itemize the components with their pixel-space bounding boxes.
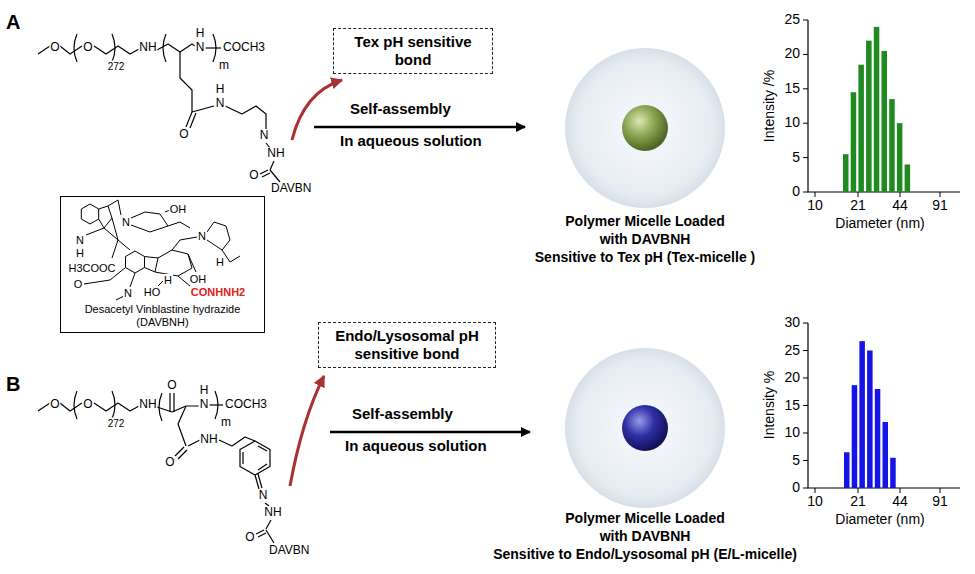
- micelle-caption: with DAVBNH: [600, 529, 691, 544]
- atom-label: OH: [169, 203, 188, 215]
- axis-label: 91: [932, 494, 948, 509]
- micelle-caption: Sensitive to Endo/Lysosomal pH (E/L-mice…: [493, 547, 797, 562]
- atom-label: O: [49, 398, 60, 411]
- axis-label: 44: [892, 494, 908, 509]
- axis-label: 10: [784, 115, 800, 130]
- atom-label: O: [166, 379, 177, 392]
- arrow-label: In aqueous solution: [345, 438, 487, 455]
- axis-label: 21: [850, 494, 866, 509]
- panel-letter: A: [6, 11, 20, 33]
- atom-label: DAVBN: [268, 544, 310, 557]
- micelle-caption: Sensitive to Tex pH (Tex-micelle ): [535, 250, 755, 265]
- box-text: Desacetyl Vinblastine hydrazide (DAVBNH): [65, 303, 260, 328]
- axis-label: Diameter (nm): [835, 512, 924, 527]
- axis-label: 25: [784, 343, 800, 358]
- axis-label: Intensity %: [762, 371, 777, 439]
- assembly-arrow: [314, 126, 525, 129]
- atom-label: H3COOC: [67, 262, 116, 274]
- micelle-core: [622, 105, 668, 151]
- atom-label: N: [199, 398, 210, 411]
- polymer-b-bonds: [38, 391, 274, 543]
- atom-label: OH: [189, 273, 208, 285]
- axis-label: 15: [784, 398, 800, 413]
- axis-label: 10: [807, 198, 823, 213]
- atom-label: O: [244, 531, 255, 544]
- atom-label: COCH3: [222, 41, 266, 54]
- atom-label: O: [82, 41, 93, 54]
- axis-label: 10: [784, 425, 800, 440]
- arrow-label: Self-assembly: [352, 406, 453, 423]
- atom-label: N: [123, 287, 133, 299]
- atom-label: NH: [138, 398, 157, 411]
- atom-label: H: [195, 27, 206, 40]
- micelle-halo: [565, 48, 725, 208]
- axis-label: 0: [792, 184, 800, 199]
- atom-label: H: [163, 274, 173, 286]
- atom-label: O: [164, 456, 175, 469]
- atom-label: N: [259, 129, 270, 142]
- red-pointer-arrow: [292, 80, 342, 140]
- red-pointer-arrow: [290, 376, 324, 486]
- atom-label: O: [49, 41, 60, 54]
- dashed-callout-box: Endo/Lysosomal pH sensitive bond: [318, 322, 496, 368]
- axis-label: 15: [784, 81, 800, 96]
- arrow-label: Self-assembly: [350, 101, 451, 118]
- atom-label: DAVBN: [270, 182, 312, 195]
- axis-label: 30: [784, 315, 800, 330]
- micelle-halo: [565, 348, 725, 508]
- axis-label: 5: [792, 453, 800, 468]
- atom-label: 272: [107, 61, 126, 72]
- assembly-arrow: [330, 431, 530, 434]
- histogram-b: [803, 323, 960, 493]
- atom-label: m: [218, 59, 230, 72]
- atom-label: HO: [143, 286, 162, 298]
- atom-label: H: [199, 384, 210, 397]
- axis-label: 5: [792, 150, 800, 165]
- atom-label: H: [215, 83, 226, 96]
- atom-label: O: [73, 278, 84, 290]
- axis-label: 91: [932, 198, 948, 213]
- panel-letter: B: [6, 373, 20, 395]
- axis-label: 20: [784, 370, 800, 385]
- atom-label: NH: [266, 147, 285, 160]
- atom-label: m: [220, 416, 232, 429]
- atom-label: N: [197, 230, 207, 242]
- atom-label: N: [75, 234, 85, 246]
- atom-label: H: [75, 247, 85, 259]
- atom-label: NH: [199, 433, 218, 446]
- axis-label: 20: [784, 47, 800, 62]
- box-text: Endo/Lysosomal pH sensitive bond: [327, 327, 487, 363]
- axis-label: 0: [792, 480, 800, 495]
- atom-label: CONHNH2: [190, 286, 246, 298]
- micelle-caption: with DAVBNH: [600, 232, 691, 247]
- dashed-callout-box: Tex pH sensitive bond: [333, 28, 493, 74]
- axis-label: 44: [892, 198, 908, 213]
- axis-label: 21: [850, 198, 866, 213]
- atom-label: NH: [263, 506, 282, 519]
- atom-label: H: [215, 256, 225, 268]
- micelle-caption: Polymer Micelle Loaded: [565, 214, 725, 229]
- arrow-label: In aqueous solution: [340, 133, 482, 150]
- micelle-caption: Polymer Micelle Loaded: [565, 511, 725, 526]
- micelle-core: [622, 405, 668, 451]
- atom-label: O: [178, 128, 189, 141]
- axis-label: Intensity /%: [762, 70, 777, 142]
- axis-label: 10: [807, 494, 823, 509]
- axis-label: Diameter (nm): [835, 216, 924, 231]
- atom-label: N: [121, 216, 131, 228]
- atom-label: 272: [107, 418, 126, 429]
- histogram-a: [803, 20, 960, 197]
- atom-label: O: [82, 398, 93, 411]
- atom-label: NH: [138, 41, 157, 54]
- atom-label: COCH3: [224, 398, 268, 411]
- atom-label: O: [248, 169, 259, 182]
- box-text: Tex pH sensitive bond: [342, 33, 484, 69]
- axis-label: 25: [784, 12, 800, 27]
- atom-label: N: [195, 41, 206, 54]
- polymer-a-bonds: [38, 34, 280, 182]
- atom-label: N: [258, 489, 269, 502]
- atom-label: N: [215, 97, 226, 110]
